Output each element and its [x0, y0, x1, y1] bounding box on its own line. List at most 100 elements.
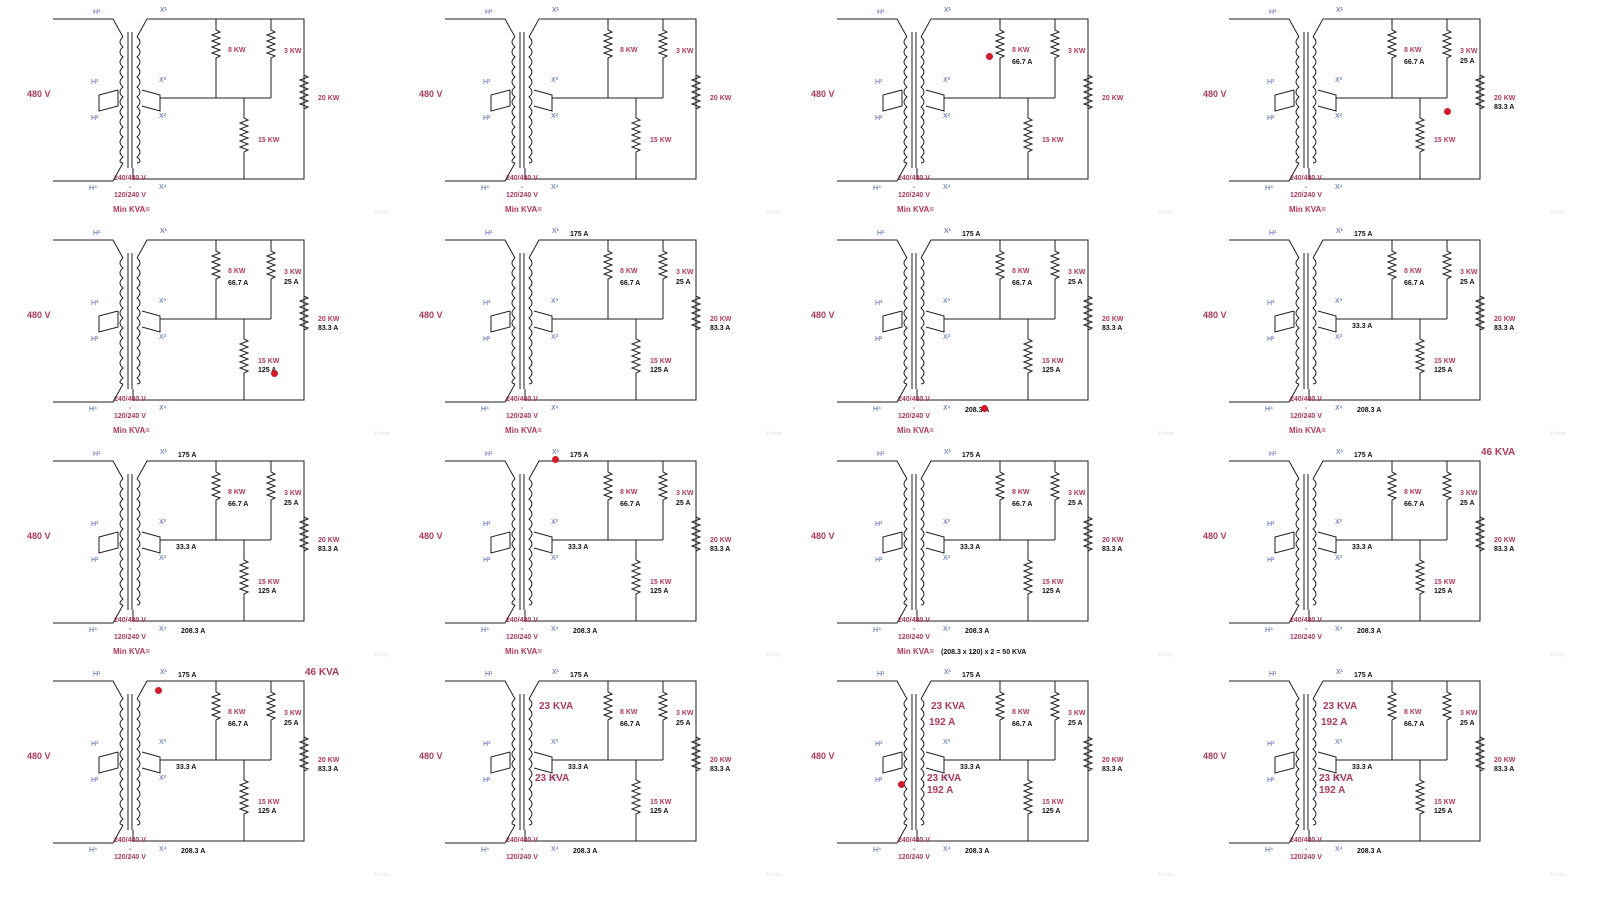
terminal-x2-label: X²: [943, 334, 950, 341]
terminal-x4-label: X⁴: [551, 184, 559, 191]
circuit-panel: 480 V H¹ H³ H² H⁴ X¹ X³ X² X⁴ 240/480 V …: [0, 221, 400, 446]
current-3kw-label: 25 A: [1460, 58, 1475, 65]
lower-coil-kva-label: 23 KVA: [927, 773, 962, 784]
terminal-h2-label: H²: [483, 115, 491, 122]
terminal-x3-label: X³: [943, 298, 950, 305]
primary-lead-h4: [1229, 383, 1300, 403]
resistor-3kw: [1441, 681, 1453, 760]
secondary-rating-label: 120/240 V: [506, 413, 538, 420]
current-15kw-label: 125 A: [1042, 808, 1061, 815]
current-3kw-label: 25 A: [676, 500, 691, 507]
primary-link: [98, 531, 119, 554]
primary-rating-label: 240/480 V: [1290, 175, 1322, 182]
current-8kw-label: 66.7 A: [228, 280, 249, 287]
current-8kw-label: 66.7 A: [228, 721, 249, 728]
resistor-20kw: [690, 736, 702, 772]
load-3kw-label: 3 KW: [1068, 48, 1086, 55]
primary-lead-h4: [1229, 162, 1300, 182]
load-15kw-label: 15 KW: [1434, 358, 1456, 365]
secondary-link: [925, 531, 945, 554]
primary-winding: [119, 257, 124, 385]
primary-lead-h4: [53, 604, 124, 624]
secondary-rating-label: 120/240 V: [898, 854, 930, 861]
terminal-h4-label: H⁴: [89, 406, 98, 413]
load-15kw-label: 15 KW: [1434, 799, 1456, 806]
circuit-schematic: [53, 460, 310, 624]
primary-lead-h1: [1229, 460, 1300, 480]
load-8kw-label: 8 KW: [620, 47, 638, 54]
secondary-link: [1317, 310, 1337, 333]
neutral-current-label: 33.3 A: [1352, 544, 1373, 551]
terminal-h2-label: H²: [91, 336, 99, 343]
terminal-h4-label: H⁴: [1265, 627, 1274, 634]
resistor-3kw: [265, 19, 277, 98]
primary-voltage-label: 480 V: [27, 89, 51, 99]
min-kva-label: Min KVA=: [1289, 426, 1326, 435]
rating-dash: -: [1305, 626, 1308, 633]
terminal-h4-label: H⁴: [873, 185, 882, 192]
resistor-15kw: [238, 319, 250, 400]
terminal-h4-label: H⁴: [873, 406, 882, 413]
terminal-x2-label: X²: [551, 334, 558, 341]
primary-lead-h4: [837, 383, 908, 403]
primary-lead-h1: [445, 680, 516, 700]
secondary-link: [141, 531, 161, 554]
current-20kw-label: 83.3 A: [1494, 104, 1515, 111]
load-20kw-label: 20 KW: [1102, 316, 1124, 323]
resistor-20kw: [1082, 736, 1094, 772]
load-3kw-label: 3 KW: [284, 710, 302, 717]
primary-rating-label: 240/480 V: [114, 837, 146, 844]
circuit-schematic: [445, 239, 702, 403]
min-kva-label: Min KVA=: [113, 647, 150, 656]
primary-voltage-label: 480 V: [419, 310, 443, 320]
rating-dash: -: [129, 405, 132, 412]
resistor-8kw: [602, 461, 614, 540]
rating-dash: -: [913, 626, 916, 633]
load-20kw-label: 20 KW: [1494, 757, 1516, 764]
terminal-h1-label: H¹: [93, 9, 101, 16]
primary-lead-h1: [1229, 680, 1300, 700]
current-20kw-label: 83.3 A: [710, 546, 731, 553]
line-current-bottom-label: 208.3 A: [181, 628, 206, 635]
secondary-winding: [1312, 36, 1317, 164]
terminal-h1-label: H¹: [1269, 671, 1277, 678]
load-20kw-label: 20 KW: [1494, 95, 1516, 102]
pointer-dot: [1444, 108, 1451, 115]
lower-coil-kva-label: 23 KVA: [535, 773, 570, 784]
primary-link: [882, 531, 903, 554]
secondary-winding: [136, 257, 141, 385]
primary-voltage-label: 480 V: [419, 89, 443, 99]
primary-rating-label: 240/480 V: [114, 617, 146, 624]
primary-link: [490, 751, 511, 774]
terminal-x3-label: X³: [943, 739, 950, 746]
primary-link: [98, 89, 119, 112]
rating-dash: -: [1305, 405, 1308, 412]
current-3kw-label: 25 A: [1068, 720, 1083, 727]
circuit-schematic: [445, 460, 702, 624]
load-8kw-label: 8 KW: [1404, 709, 1422, 716]
pointer-dot: [552, 456, 559, 463]
load-8kw-label: 8 KW: [620, 268, 638, 275]
terminal-h4-label: H⁴: [481, 847, 490, 854]
terminal-h1-label: H¹: [93, 671, 101, 678]
resistor-20kw: [1082, 295, 1094, 331]
line-current-bottom-label: 208.3 A: [573, 628, 598, 635]
current-15kw-label: 125 A: [258, 808, 277, 815]
rating-dash: -: [129, 846, 132, 853]
primary-link: [98, 751, 119, 774]
primary-voltage-label: 480 V: [1203, 310, 1227, 320]
neutral-current-label: 33.3 A: [176, 764, 197, 771]
terminal-x1-label: X¹: [944, 669, 951, 676]
resistor-15kw: [630, 98, 642, 179]
terminal-x1-label: X¹: [1336, 228, 1343, 235]
primary-link: [1274, 310, 1295, 333]
terminal-x4-label: X⁴: [943, 846, 951, 853]
load-3kw-label: 3 KW: [1068, 269, 1086, 276]
terminal-h2-label: H²: [1267, 557, 1275, 564]
neutral-current-label: 33.3 A: [176, 544, 197, 551]
primary-voltage-label: 480 V: [1203, 89, 1227, 99]
primary-lead-h1: [837, 460, 908, 480]
terminal-x2-label: X²: [159, 555, 166, 562]
terminal-h3-label: H³: [91, 741, 99, 748]
upper-coil-kva-label: 23 KVA: [931, 701, 966, 712]
